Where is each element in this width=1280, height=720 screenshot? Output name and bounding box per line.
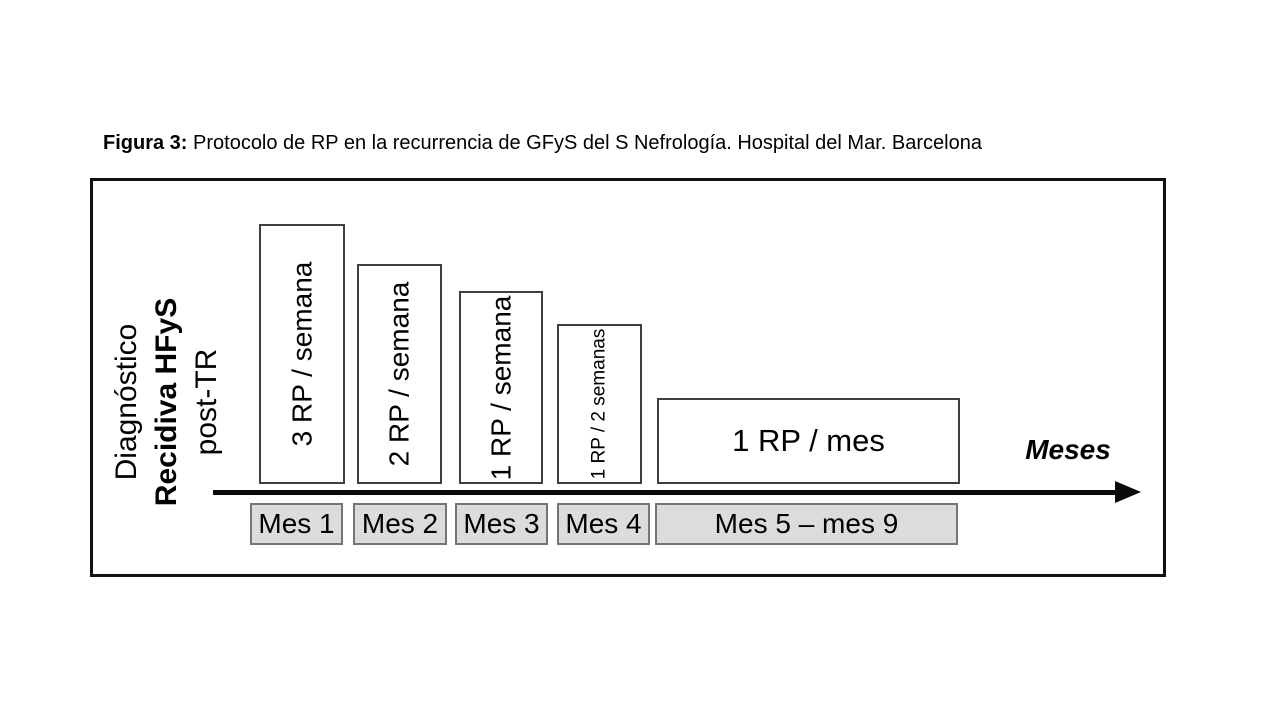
diagnosis-label-line-2: Recidiva HFyS — [150, 297, 183, 507]
figure-caption-text: Protocolo de RP en la recurrencia de GFy… — [187, 132, 982, 154]
phase-box-2rp-semana-label: 2 RP / semana — [383, 281, 415, 467]
phase-box-1rp-mes: 1 RP / mes — [657, 398, 960, 484]
month-box-3: Mes 3 — [455, 503, 548, 545]
timeline-arrow-line — [213, 490, 1117, 495]
diagnosis-label: Diagnóstico Recidiva HFyS post-TR — [107, 272, 227, 532]
phase-box-3rp-semana-label: 3 RP / semana — [286, 261, 318, 447]
phase-box-3rp-semana: 3 RP / semana — [259, 224, 345, 484]
axis-label-meses: Meses — [1025, 434, 1111, 465]
month-box-4: Mes 4 — [557, 503, 650, 545]
phase-box-1rp-2semanas-label: 1 RP / 2 semanas — [588, 328, 610, 480]
timeline-arrowhead-icon — [1115, 481, 1141, 503]
phase-box-1rp-2semanas: 1 RP / 2 semanas — [557, 324, 642, 484]
month-box-5-9: Mes 5 – mes 9 — [655, 503, 958, 545]
figure-caption: Figura 3: Protocolo de RP en la recurren… — [103, 132, 982, 155]
figure-frame: Diagnóstico Recidiva HFyS post-TR 3 RP /… — [90, 178, 1166, 577]
diagnosis-label-line-1: Diagnóstico — [110, 323, 143, 481]
month-box-2: Mes 2 — [353, 503, 447, 545]
phase-box-1rp-semana-label: 1 RP / semana — [485, 295, 517, 480]
figure-caption-label: Figura 3: — [103, 132, 188, 154]
phase-box-2rp-semana: 2 RP / semana — [357, 264, 442, 484]
phase-box-1rp-semana: 1 RP / semana — [459, 291, 543, 484]
month-box-1: Mes 1 — [250, 503, 343, 545]
phase-box-1rp-mes-label: 1 RP / mes — [732, 423, 885, 458]
